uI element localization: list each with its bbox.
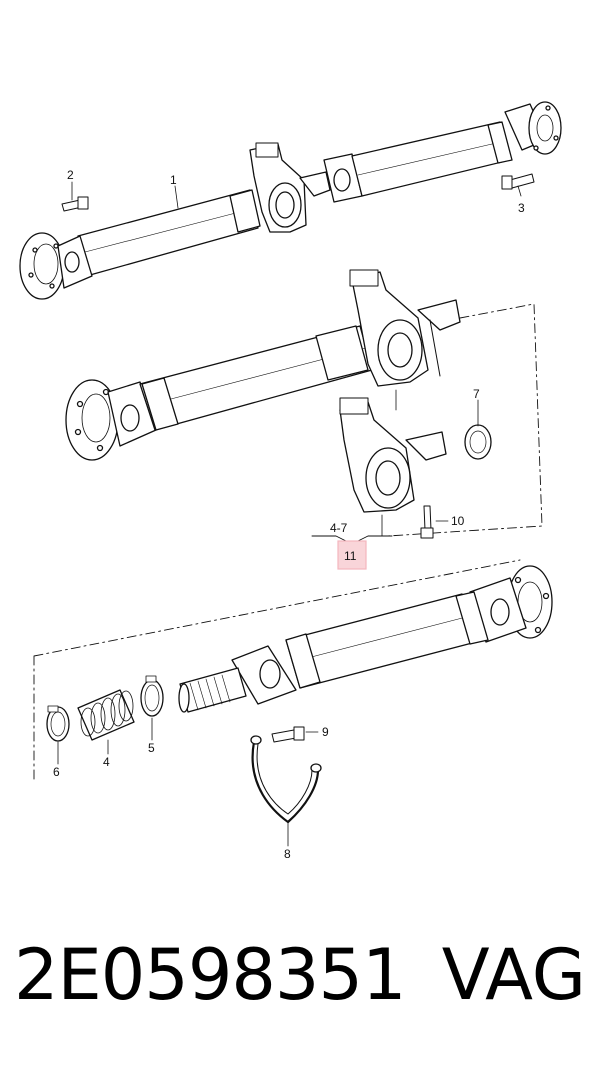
- drive-shaft-assembly-top: [19, 101, 562, 300]
- callout-4-7: 4-7: [330, 521, 348, 535]
- part-number: 2E0598351: [14, 934, 407, 1016]
- brand-label: VAG: [441, 934, 586, 1016]
- callout-9: 9: [322, 725, 329, 739]
- drive-shaft-assembly-bottom: [33, 559, 553, 824]
- footer: 2E0598351 VAG: [0, 925, 600, 1035]
- callout-3: 3: [518, 201, 525, 215]
- callout-4: 4: [103, 755, 110, 769]
- callout-2: 2: [67, 168, 74, 182]
- leader-lines: [57, 181, 522, 847]
- callout-10: 10: [451, 514, 465, 528]
- callout-5: 5: [148, 741, 155, 755]
- callout-8: 8: [284, 847, 291, 861]
- callout-1: 1: [170, 173, 177, 187]
- drive-shaft-assembly-middle: [65, 269, 543, 545]
- callout-11: 11: [344, 549, 357, 563]
- exploded-parts-diagram: 1 2 3 7 10 4-7 11 9 4 5 6 8: [19, 101, 562, 861]
- callout-7: 7: [473, 387, 480, 401]
- highlight-box-11: [337, 540, 367, 570]
- callout-6: 6: [53, 765, 60, 779]
